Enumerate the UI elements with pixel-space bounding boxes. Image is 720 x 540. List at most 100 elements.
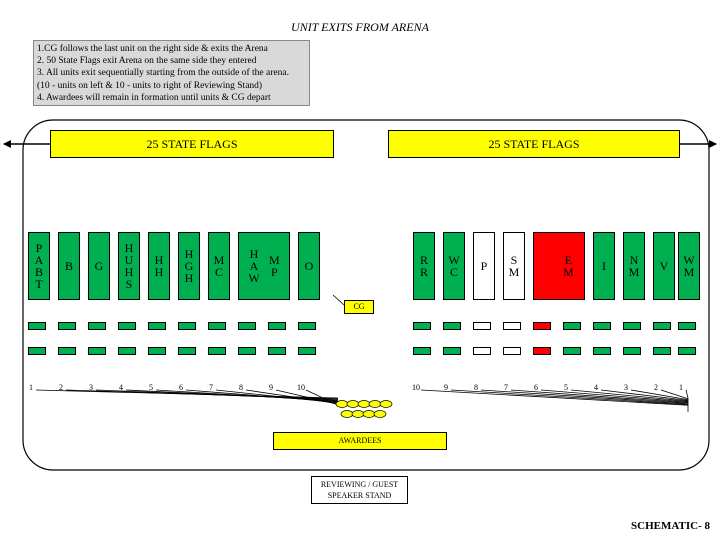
unit-letter: W — [448, 253, 460, 267]
left-unit-marker — [178, 322, 196, 330]
right-exit-order: 6 — [534, 383, 538, 392]
right-unit-marker — [413, 347, 431, 355]
left-exit-order: 2 — [59, 383, 63, 392]
right-exit-path — [630, 389, 689, 400]
left-exit-order: 8 — [239, 383, 243, 392]
left-exit-order: 3 — [89, 383, 93, 392]
unit-label: O — [305, 260, 314, 272]
right-exit-path — [480, 389, 689, 404]
unit-letter: R — [419, 253, 428, 267]
left-unit-marker — [118, 347, 136, 355]
left-unit-marker — [238, 322, 256, 330]
schematic-label: SCHEMATIC- 8 — [631, 520, 710, 532]
right-exit-path — [450, 389, 689, 405]
unit-letter: M — [563, 265, 574, 279]
unit-letter: R — [419, 265, 428, 279]
right-exit-order: 9 — [444, 383, 448, 392]
right-unit-marker — [413, 322, 431, 330]
unit-letter: K — [544, 265, 553, 279]
unit-letter: V — [659, 259, 669, 273]
unit-letter: M — [268, 253, 280, 267]
right-unit-marker — [593, 347, 611, 355]
unit-letter: H — [184, 247, 194, 261]
unit-letter: I — [602, 259, 606, 273]
unit-letter: A — [249, 259, 259, 273]
note-line: (10 - units on left & 10 - units to righ… — [37, 80, 263, 91]
left-exit-order: 9 — [269, 383, 273, 392]
right-exit-order: 1 — [679, 383, 683, 392]
unit-letter: M — [683, 265, 695, 279]
left-unit-marker — [88, 347, 106, 355]
right-unit-marker — [678, 347, 696, 355]
left-exit-path — [275, 389, 339, 405]
unit-letter: N — [629, 253, 639, 267]
note-line: 3. All units exit sequentially starting … — [37, 68, 289, 79]
right-exit-path — [570, 389, 689, 402]
unit-label: B — [65, 260, 73, 272]
awardee-marker — [379, 400, 393, 408]
right-exit-path — [420, 389, 689, 406]
right-exit-path — [600, 389, 689, 401]
awardee-markers — [335, 400, 393, 418]
left-unit-3: G — [88, 232, 110, 300]
right-exit-path — [685, 389, 689, 399]
left-unit-marker — [148, 347, 166, 355]
unit-letter: M — [213, 253, 225, 267]
reviewing-stand: REVIEWING / GUEST SPEAKER STAND — [311, 476, 408, 504]
left-unit-2: B — [58, 232, 80, 300]
right-unit-marker — [563, 347, 581, 355]
unit-label: I — [602, 260, 606, 272]
unit-letter: T — [35, 277, 43, 291]
awardees-box: AWARDEES — [273, 432, 447, 450]
awardee-marker — [362, 410, 376, 418]
left-exit-order: 6 — [179, 383, 183, 392]
right-unit-marker — [473, 347, 491, 355]
right-unit-marker — [653, 322, 671, 330]
unit-letter: M — [628, 265, 640, 279]
right-unit-marker — [503, 347, 521, 355]
state-flags-right: 25 STATE FLAGS — [388, 130, 680, 158]
unit-letter: C — [214, 265, 223, 279]
right-unit-marker — [533, 347, 551, 355]
unit-label: G — [95, 260, 104, 272]
cg-marker: CG — [344, 300, 374, 314]
right-exit-path — [510, 389, 689, 404]
unit-letter: M — [508, 265, 520, 279]
awardee-marker — [340, 410, 354, 418]
awardee-marker — [335, 400, 349, 408]
right-unit-marker — [443, 347, 461, 355]
unit-label: V — [660, 260, 669, 272]
right-exit-order: 2 — [654, 383, 658, 392]
unit-letter: W — [683, 253, 695, 267]
unit-letter: A — [34, 253, 44, 267]
unit-letter: W — [248, 271, 260, 285]
left-unit-marker — [58, 347, 76, 355]
right-unit-marker — [563, 322, 581, 330]
left-unit-marker — [178, 347, 196, 355]
unit-letter: H — [154, 265, 164, 279]
left-unit-marker — [208, 347, 226, 355]
left-exit-order: 7 — [209, 383, 213, 392]
right-unit-marker — [653, 347, 671, 355]
state-flags-left: 25 STATE FLAGS — [50, 130, 334, 158]
awardee-marker — [373, 410, 387, 418]
unit-letter: G — [184, 259, 194, 273]
